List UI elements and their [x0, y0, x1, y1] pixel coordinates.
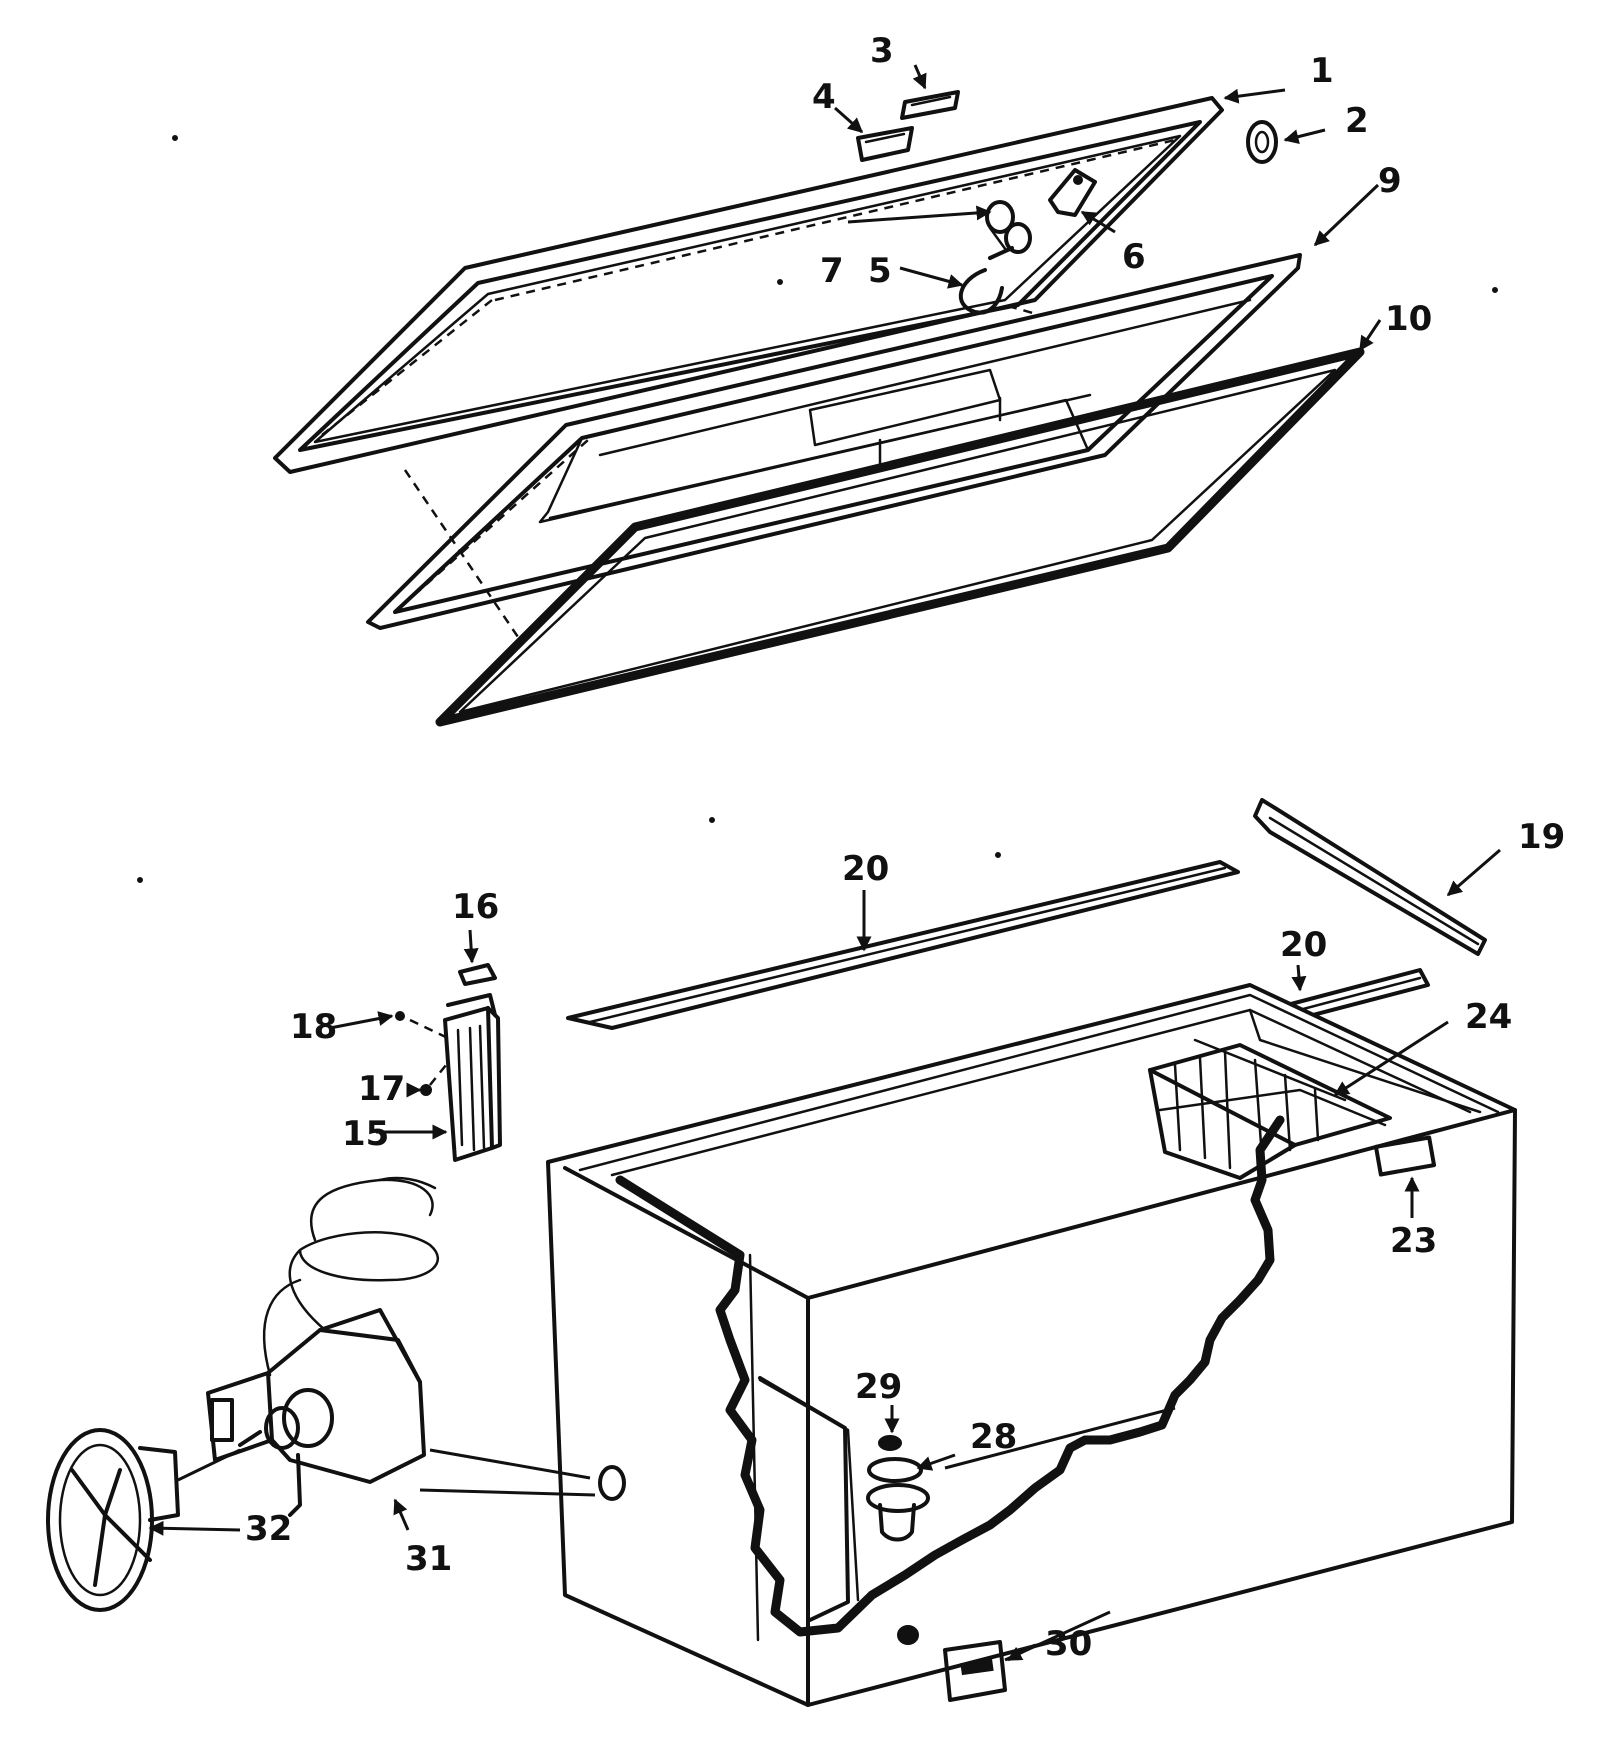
breaker-strip-back	[566, 860, 1240, 1030]
callout-28: 28	[970, 1417, 1017, 1457]
lid-alignment-line	[403, 469, 522, 641]
cabinet-grommet	[598, 1465, 626, 1501]
callout-5: 5	[868, 251, 892, 291]
bracket-alignment-line	[409, 1018, 453, 1042]
lid-inner-liner	[366, 253, 1302, 630]
screw-17	[420, 1084, 432, 1096]
drain-cap	[878, 1435, 902, 1451]
lid-handle-left	[856, 126, 914, 162]
leader-arrows	[148, 64, 1501, 1662]
callout-17: 17	[358, 1069, 405, 1109]
thermostat-bracket	[443, 993, 502, 1162]
screw-18	[395, 1011, 405, 1021]
lid-latch-bracket	[1048, 168, 1097, 217]
lid-alignment-line-2	[1007, 304, 1041, 317]
thermostat-clip	[458, 963, 497, 986]
storage-basket	[1148, 1038, 1392, 1180]
drain-plug	[943, 1640, 1007, 1702]
lid-hasp	[958, 246, 1014, 315]
drain-leader-line	[944, 1406, 1176, 1470]
callout-16: 16	[452, 887, 499, 927]
callout-19: 19	[1518, 817, 1565, 857]
callout-24: 24	[1465, 997, 1512, 1037]
control-mount-line-1	[429, 1448, 591, 1480]
temperature-control	[206, 1176, 439, 1517]
cabinet-drain-hole	[897, 1625, 919, 1645]
control-mount-line-2	[419, 1488, 596, 1497]
callout-32: 32	[245, 1509, 292, 1549]
lid-handle-right	[900, 90, 960, 120]
control-knob	[46, 1428, 180, 1612]
callout-3: 3	[870, 31, 894, 71]
knob-shaft-line	[177, 1448, 241, 1482]
callout-31: 31	[405, 1539, 452, 1579]
scan-specks	[137, 135, 1498, 883]
callout-6: 6	[1122, 237, 1146, 277]
callout-18: 18	[290, 1007, 337, 1047]
callout-20-back: 20	[842, 849, 889, 889]
breaker-strip-end	[1253, 798, 1487, 956]
callout-23: 23	[1390, 1221, 1437, 1261]
serial-plate	[1373, 1135, 1437, 1177]
callout-29: 29	[855, 1367, 902, 1407]
callout-10: 10	[1385, 299, 1432, 339]
callout-1: 1	[1310, 51, 1334, 91]
inner-liner-step	[758, 1376, 850, 1622]
callout-20-front: 20	[1280, 925, 1327, 965]
screw-alignment-line	[429, 1059, 451, 1086]
callout-2: 2	[1345, 101, 1369, 141]
lid-outer-frame	[273, 96, 1224, 474]
callout-15: 15	[342, 1114, 389, 1154]
lid-lock	[985, 200, 1032, 254]
lid-plug	[1246, 120, 1278, 164]
callout-4: 4	[812, 77, 836, 117]
freezer-cabinet	[546, 983, 1517, 1707]
callout-9: 9	[1378, 161, 1402, 201]
callout-7: 7	[820, 251, 844, 291]
callout-30: 30	[1045, 1624, 1092, 1664]
callout-labels: 1 2 3 4 5 6 7 9 10 15 16 17 18 19 20 20 …	[245, 31, 1565, 1664]
drain-fitting	[866, 1457, 930, 1542]
lid-gasket	[435, 347, 1365, 727]
